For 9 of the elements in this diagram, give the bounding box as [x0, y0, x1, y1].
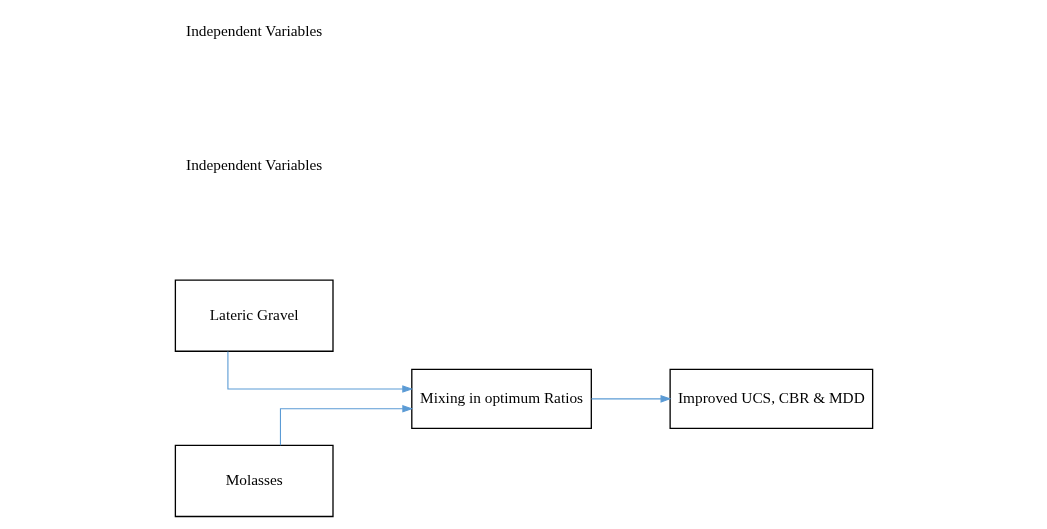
- arrow: [226, 350, 413, 393]
- node-box: Improved UCS, CBR & MDD: [668, 368, 873, 430]
- node-box: Mixing in optimum Ratios: [410, 368, 592, 430]
- label: Independent Variables: [185, 22, 322, 40]
- node-box: Lateric Gravel: [174, 279, 334, 352]
- label: Independent Variables: [185, 155, 322, 173]
- arrow: [279, 404, 413, 446]
- node-box: Molasses: [174, 444, 334, 518]
- arrow: [590, 395, 671, 403]
